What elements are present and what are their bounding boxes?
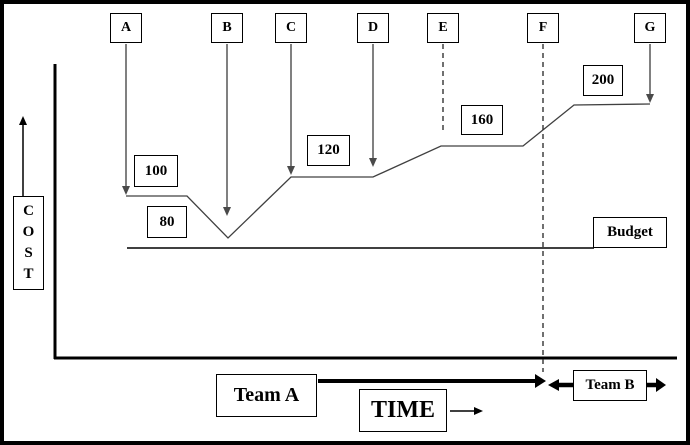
milestone-box-f: F: [527, 13, 559, 43]
value-box-100: 100: [134, 155, 178, 187]
milestone-arrow-g: [646, 44, 654, 103]
milestone-box-g: G: [634, 13, 666, 43]
milestone-box-e: E: [427, 13, 459, 43]
cost-letter: T: [23, 266, 34, 282]
budget-label-box: Budget: [593, 217, 667, 248]
team-a-label-box: Team A: [216, 374, 317, 417]
milestone-arrow-c: [287, 44, 295, 175]
cost-axis-arrow: [19, 116, 27, 196]
value-box-120: 120: [307, 135, 350, 166]
milestone-box-d: D: [357, 13, 389, 43]
milestone-box-a: A: [110, 13, 142, 43]
milestone-box-b: B: [211, 13, 243, 43]
value-box-80: 80: [147, 206, 187, 238]
cost-letter: O: [22, 224, 35, 240]
cost-letter: C: [23, 203, 34, 219]
cost-curve: [126, 103, 651, 239]
team-b-right-arrow: [647, 378, 666, 392]
value-box-200: 200: [583, 65, 623, 96]
team-a-arrow: [318, 374, 546, 388]
team-b-left-arrow: [548, 379, 573, 391]
team-b-label-box: Team B: [573, 370, 647, 401]
milestone-box-c: C: [275, 13, 307, 43]
value-box-160: 160: [461, 105, 503, 135]
milestone-arrow-b: [223, 44, 231, 216]
time-axis-label-box: TIME: [359, 389, 447, 432]
milestone-arrow-a: [122, 44, 130, 195]
milestone-arrow-d: [369, 44, 377, 167]
cost-axis-label: C O S T: [13, 196, 44, 290]
time-arrow: [450, 407, 483, 415]
cost-letter: S: [24, 245, 33, 261]
